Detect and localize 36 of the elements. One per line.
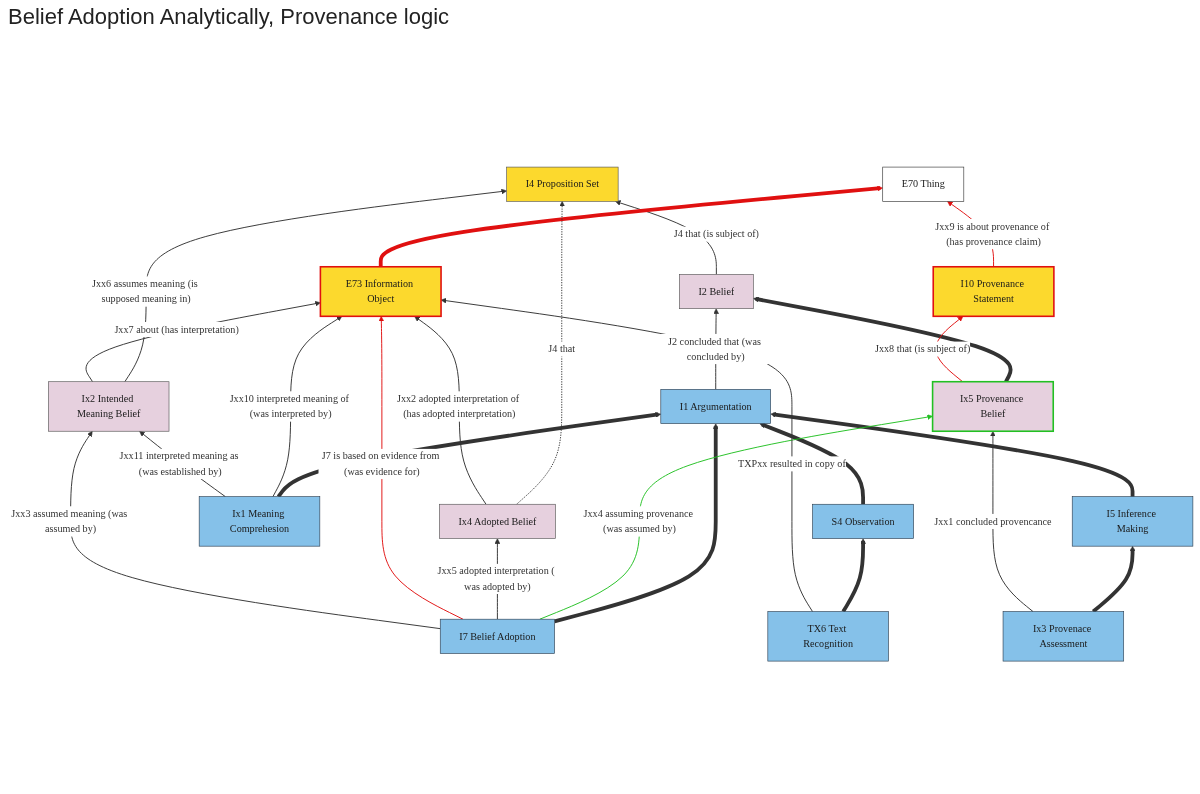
node-box: Ix1 Meaning Comprehesion bbox=[198, 496, 321, 547]
arrow bbox=[554, 423, 719, 624]
arrow bbox=[759, 422, 865, 505]
edge-label: Jxx4 assuming provenance (was assumed by) bbox=[583, 507, 694, 535]
edge-label: Jxx8 that (is subject of) bbox=[874, 343, 971, 354]
edge-label: Jxx10 interpreted meaning of (was interpreted by) bbox=[229, 393, 350, 420]
node-box: S4 Observation bbox=[812, 503, 914, 539]
node-box: E70 Thing bbox=[882, 166, 965, 202]
edge-label: Jxx11 interpreted meaning as (was established by) bbox=[119, 450, 239, 477]
arrow bbox=[841, 538, 866, 613]
node-box: Ix4 Adopted Belief bbox=[439, 503, 556, 539]
diagram-title: Belief Adoption Analytically, Provenance logic bbox=[8, 4, 450, 30]
node-box: I10 Provenance Statement bbox=[932, 265, 1055, 317]
node-box: I1 Argumentation bbox=[660, 388, 771, 424]
edge-label: J7 is based on evidence from (was evidence for) bbox=[321, 450, 440, 477]
node-box: I4 Proposition Set bbox=[506, 166, 619, 202]
edge-label: J2 concluded that (was concluded by) bbox=[668, 335, 761, 362]
node-box: Ix3 Provenace Assessment bbox=[1002, 611, 1125, 662]
edge-label: TXPxx resulted in copy of bbox=[738, 458, 846, 469]
edge-label: Jxx5 adopted interpretation ( was adopted by) bbox=[437, 565, 555, 592]
edge-label: Jxx3 assumed meaning (was assumed by) bbox=[11, 507, 128, 535]
edge-label: Jxx2 adopted interpretation of (has adopted interpretation) bbox=[396, 393, 520, 420]
edge-label: Jxx1 concluded provencance bbox=[934, 515, 1052, 527]
node-box: E73 Information Object bbox=[319, 265, 442, 317]
edge-label: Jxx7 about (has interpretation) bbox=[114, 323, 239, 335]
arrow bbox=[1092, 545, 1136, 613]
edge-label: J4 that (is subject of) bbox=[673, 228, 759, 240]
node-box: I7 Belief Adoption bbox=[439, 618, 555, 654]
node-box: Ix5 Provenance Belief bbox=[931, 380, 1055, 432]
node-box: I5 Inference Making bbox=[1071, 496, 1194, 547]
edge-label: Jxx6 assumes meaning (is supposed meaning in) bbox=[91, 278, 198, 305]
node-box: I2 Belief bbox=[679, 274, 754, 309]
edge-label: Jxx9 is about provenance of (has provenance claim) bbox=[935, 220, 1050, 247]
node-box: TX6 Text Recognition bbox=[767, 611, 889, 662]
edge-label: J4 that bbox=[548, 343, 576, 354]
node-box: Ix2 Intended Meaning Belief bbox=[48, 381, 170, 432]
